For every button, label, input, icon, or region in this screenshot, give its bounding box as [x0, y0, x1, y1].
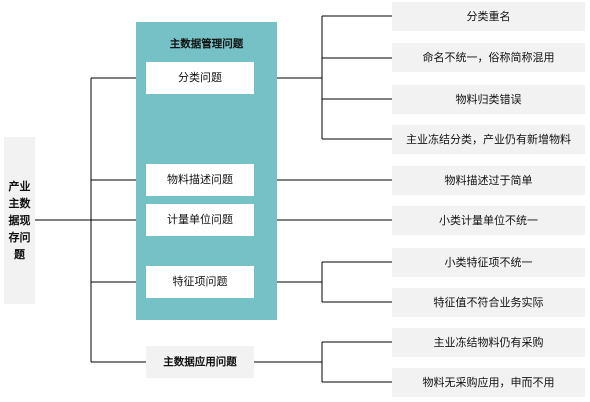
- root-line-3: 据现: [8, 214, 31, 227]
- detail-leaf: 物料无采购应用，申而不用: [392, 368, 585, 397]
- detail-leaf: 物料归类错误: [392, 85, 585, 114]
- root-line-4: 存问: [8, 231, 31, 244]
- detail-leaf: 小类特征项不统一: [392, 248, 585, 277]
- detail-leaf: 特征值不符合业务实际: [392, 288, 585, 317]
- category-label: 物料描述问题: [167, 173, 233, 186]
- category-label: 分类问题: [178, 71, 222, 84]
- category-node-description: 物料描述问题: [146, 164, 254, 196]
- detail-leaf: 小类计量单位不统一: [392, 206, 585, 235]
- root-line-2: 主数: [8, 197, 31, 210]
- root-node: 产业 主数 据现 存问 题: [4, 137, 35, 304]
- category-node-unit: 计量单位问题: [146, 204, 254, 236]
- category-node-classification: 分类问题: [146, 62, 254, 94]
- category-label: 计量单位问题: [167, 213, 233, 226]
- detail-leaf: 主业冻结物料仍有采购: [392, 328, 585, 357]
- detail-leaf: 命名不统一，俗称简称混用: [392, 43, 585, 72]
- root-line-1: 产业: [8, 180, 31, 193]
- category-label: 特征项问题: [172, 275, 228, 288]
- root-line-5: 题: [14, 248, 25, 261]
- management-panel-title: 主数据管理问题: [169, 38, 244, 50]
- detail-leaf: 分类重名: [392, 2, 585, 31]
- application-label: 主数据应用问题: [163, 356, 237, 368]
- detail-leaf: 物料描述过于简单: [392, 166, 585, 195]
- category-node-feature: 特征项问题: [146, 266, 254, 298]
- application-node: 主数据应用问题: [146, 346, 254, 378]
- detail-leaf: 主业冻结分类，产业仍有新增物料: [392, 125, 585, 154]
